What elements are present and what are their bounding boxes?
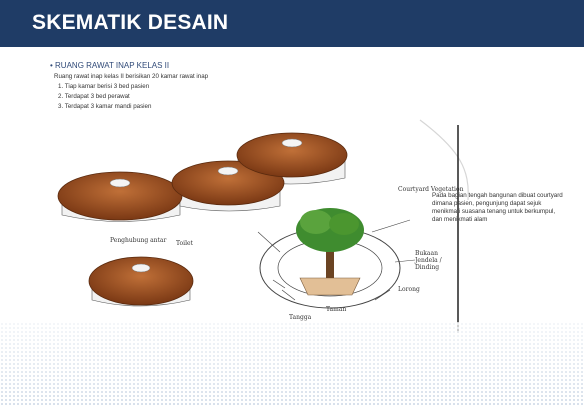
label-window: Bukaan Jendela / Dinding: [415, 250, 455, 271]
label-stairs: Tangga: [289, 314, 311, 321]
label-toilet: Toilet: [176, 240, 193, 247]
label-garden: Taman: [326, 306, 346, 313]
courtyard-note: Pada bagian tengah bangunan dibuat court…: [432, 192, 567, 224]
label-corridor: Lorong: [398, 286, 420, 293]
footer-fade: [0, 322, 584, 405]
label-connector: Penghubung antar: [110, 237, 166, 244]
roof-single-lower: [89, 257, 193, 306]
courtyard-plan: [258, 208, 415, 308]
roof-cluster-main: [58, 133, 347, 222]
